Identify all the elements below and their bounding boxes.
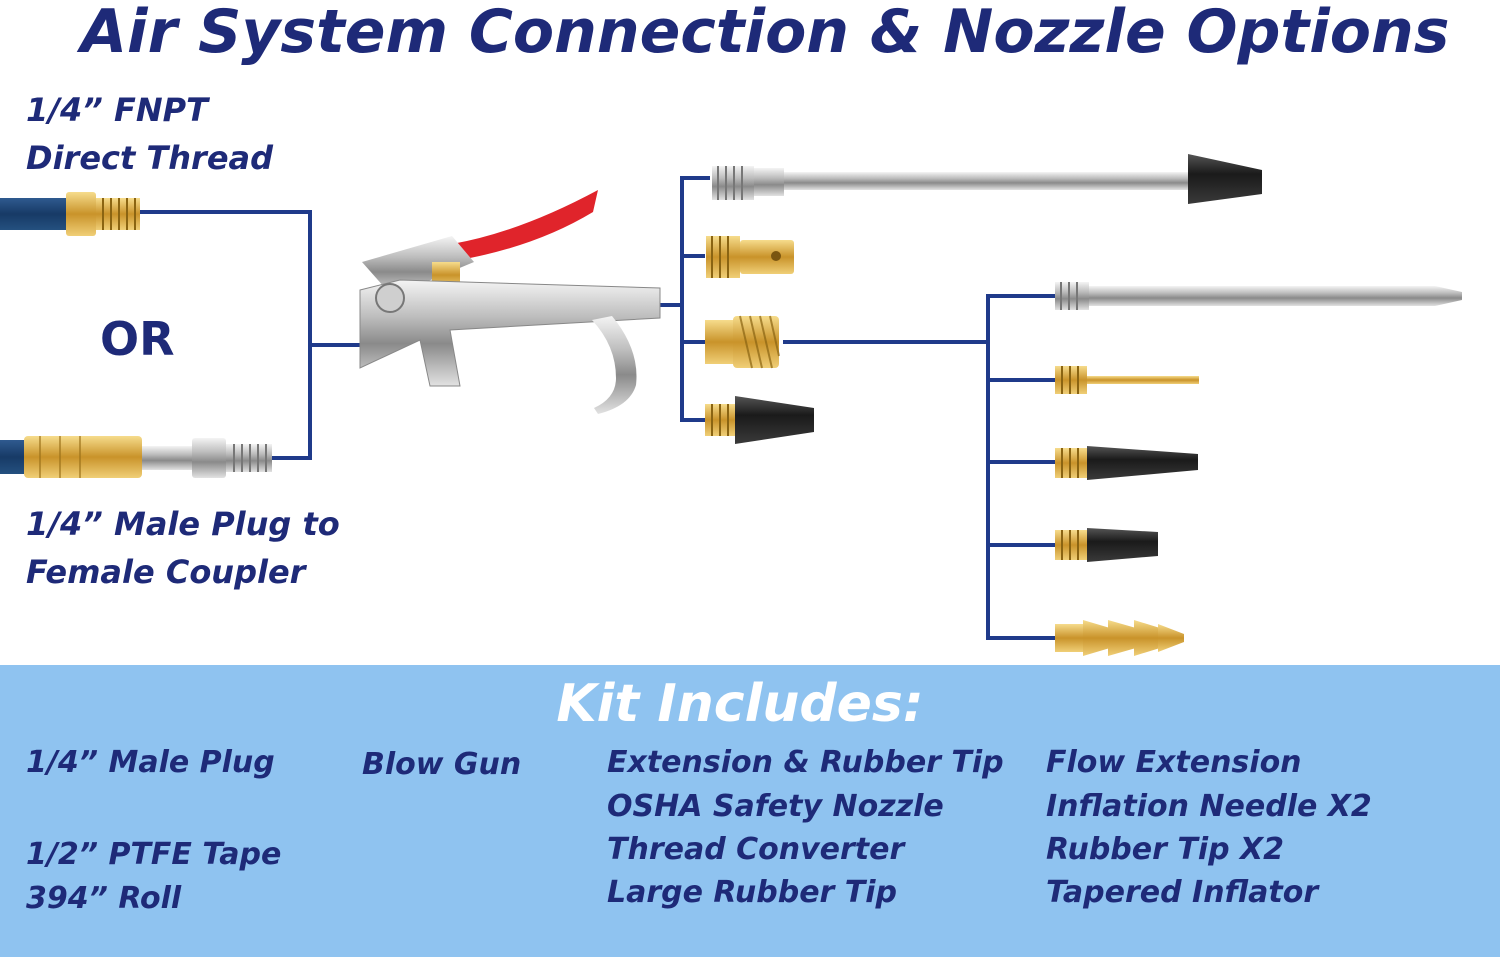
tapered-inflator [1055, 620, 1184, 656]
or-label: OR [100, 312, 175, 366]
page-title: Air System Connection & Nozzle Options [80, 0, 1450, 67]
kit-item: Large Rubber Tip [607, 875, 897, 910]
kit-item: 1/4” Male Plug [26, 745, 275, 780]
large-rubber-tip [705, 396, 814, 444]
thread-converter [705, 315, 780, 369]
kit-item: Thread Converter [607, 832, 905, 867]
kit-item: Flow Extension [1046, 745, 1302, 780]
kit-item: Rubber Tip X2 [1046, 832, 1285, 867]
kit-item: OSHA Safety Nozzle [607, 789, 944, 824]
extension-rubber-tip [712, 154, 1262, 204]
kit-item: Extension & Rubber Tip [607, 745, 1004, 780]
fnpt-label-line1: 1/4” FNPT [26, 91, 208, 129]
plug-label-line1: 1/4” Male Plug to [26, 505, 340, 543]
plug-label-line2: Female Coupler [26, 553, 306, 591]
inflation-needle [1055, 366, 1199, 394]
connector-lines [140, 176, 1055, 640]
kit-includes-panel [0, 665, 1500, 957]
fnpt-label-line2: Direct Thread [26, 139, 274, 177]
blow-gun [359, 190, 661, 414]
kit-heading: Kit Includes: [556, 674, 924, 734]
fnpt-hose [0, 192, 140, 236]
kit-item: Tapered Inflator [1046, 875, 1319, 910]
rubber-tip-long [1055, 446, 1198, 480]
osha-safety-nozzle [706, 236, 794, 278]
kit-item: Inflation Needle X2 [1046, 789, 1372, 824]
coupler-hose [0, 436, 272, 478]
kit-item: 1/2” PTFE Tape [26, 837, 282, 872]
kit-item: Blow Gun [362, 747, 522, 782]
flow-extension [1055, 282, 1462, 310]
kit-item: 394” Roll [26, 881, 182, 916]
rubber-tip-short [1055, 528, 1158, 562]
